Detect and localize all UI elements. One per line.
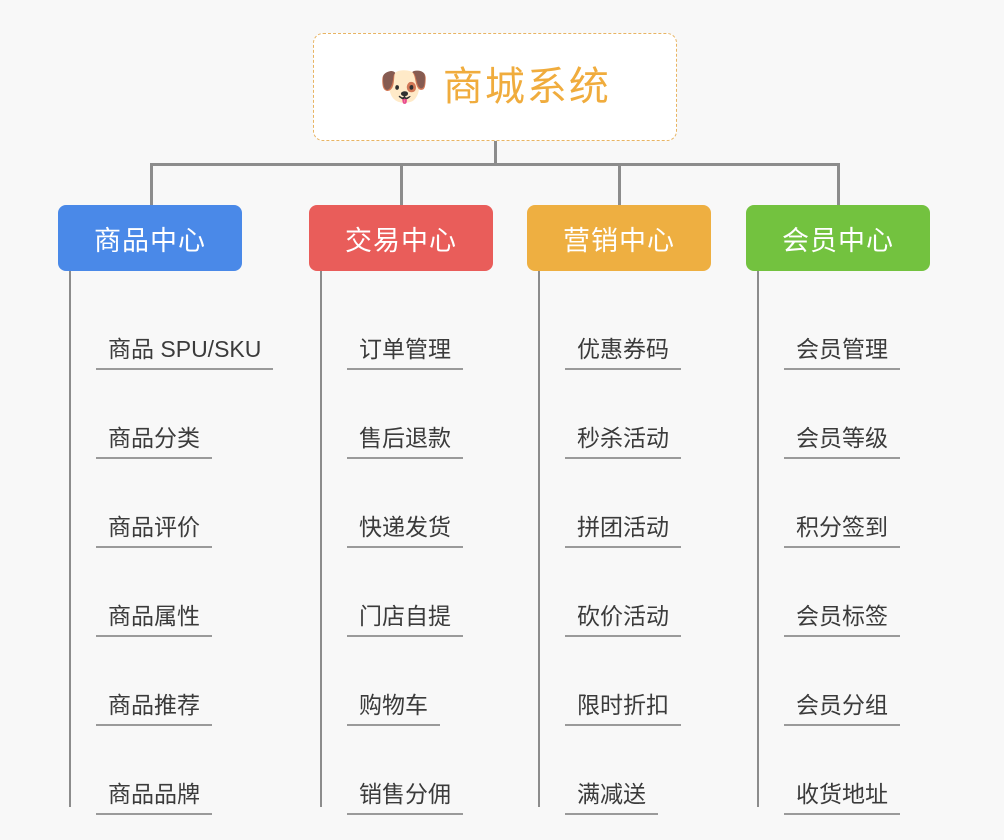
shiba-dog-face-icon: 🐶	[379, 65, 429, 109]
connector-root-stem	[494, 141, 497, 165]
leaf-list-marketing-center: 优惠券码 秒杀活动 拼团活动 砍价活动 限时折扣 满减送	[527, 271, 711, 815]
leaf-label: 商品推荐	[96, 692, 212, 726]
leaf-item[interactable]: 收货地址	[758, 726, 930, 815]
connector-drop-trade-center	[400, 163, 403, 205]
leaf-item[interactable]: 会员标签	[758, 548, 930, 637]
leaf-item[interactable]: 秒杀活动	[539, 370, 711, 459]
leaf-item[interactable]: 砍价活动	[539, 548, 711, 637]
leaf-label: 购物车	[347, 692, 440, 726]
branch-header-member-center[interactable]: 会员中心	[746, 205, 930, 271]
leaf-label: 订单管理	[347, 336, 463, 370]
leaf-label: 限时折扣	[565, 692, 681, 726]
leaf-label: 商品评价	[96, 514, 212, 548]
leaf-label: 商品 SPU/SKU	[96, 336, 274, 370]
leaf-item[interactable]: 订单管理	[321, 281, 493, 370]
connector-spine	[538, 271, 540, 807]
leaf-list-member-center: 会员管理 会员等级 积分签到 会员标签 会员分组 收货地址	[746, 271, 930, 815]
leaf-item[interactable]: 商品分类	[70, 370, 242, 459]
leaf-item[interactable]: 门店自提	[321, 548, 493, 637]
leaf-item[interactable]: 优惠券码	[539, 281, 711, 370]
leaf-item[interactable]: 会员管理	[758, 281, 930, 370]
leaf-label: 商品分类	[96, 425, 212, 459]
branch-marketing-center: 营销中心 优惠券码 秒杀活动 拼团活动 砍价活动 限时折扣 满减送	[527, 205, 711, 815]
leaf-item[interactable]: 商品评价	[70, 459, 242, 548]
leaf-list-product-center: 商品 SPU/SKU 商品分类 商品评价 商品属性 商品推荐 商品品牌	[58, 271, 274, 815]
leaf-label: 会员等级	[784, 425, 900, 459]
branch-label: 交易中心	[345, 225, 457, 256]
connector-drop-member-center	[837, 163, 840, 205]
leaf-item[interactable]: 拼团活动	[539, 459, 711, 548]
leaf-label: 砍价活动	[565, 603, 681, 637]
leaf-label: 售后退款	[347, 425, 463, 459]
leaf-label: 商品属性	[96, 603, 212, 637]
branch-member-center: 会员中心 会员管理 会员等级 积分签到 会员标签 会员分组 收货地址	[746, 205, 930, 815]
connector-horizontal-bus	[150, 163, 840, 166]
leaf-label: 会员分组	[784, 692, 900, 726]
leaf-label: 会员管理	[784, 336, 900, 370]
leaf-label: 拼团活动	[565, 514, 681, 548]
leaf-item[interactable]: 满减送	[539, 726, 711, 815]
leaf-item[interactable]: 商品品牌	[70, 726, 242, 815]
leaf-item[interactable]: 商品推荐	[70, 637, 242, 726]
leaf-item[interactable]: 商品 SPU/SKU	[70, 281, 274, 370]
leaf-item[interactable]: 限时折扣	[539, 637, 711, 726]
leaf-label: 快递发货	[347, 514, 463, 548]
leaf-label: 积分签到	[784, 514, 900, 548]
root-node-shop-system[interactable]: 🐶 商城系统	[313, 33, 677, 141]
branch-header-marketing-center[interactable]: 营销中心	[527, 205, 711, 271]
leaf-label: 秒杀活动	[565, 425, 681, 459]
leaf-item[interactable]: 售后退款	[321, 370, 493, 459]
leaf-label: 门店自提	[347, 603, 463, 637]
branch-label: 营销中心	[563, 225, 675, 256]
connector-spine	[757, 271, 759, 807]
leaf-item[interactable]: 购物车	[321, 637, 493, 726]
leaf-label: 销售分佣	[347, 781, 463, 815]
branch-label: 会员中心	[782, 225, 894, 256]
leaf-label: 商品品牌	[96, 781, 212, 815]
leaf-item[interactable]: 商品属性	[70, 548, 242, 637]
connector-spine	[320, 271, 322, 807]
leaf-label: 会员标签	[784, 603, 900, 637]
leaf-label: 满减送	[565, 781, 658, 815]
leaf-item[interactable]: 快递发货	[321, 459, 493, 548]
branch-label: 商品中心	[94, 225, 206, 256]
leaf-item[interactable]: 会员等级	[758, 370, 930, 459]
leaf-list-trade-center: 订单管理 售后退款 快递发货 门店自提 购物车 销售分佣	[309, 271, 493, 815]
leaf-item[interactable]: 会员分组	[758, 637, 930, 726]
leaf-label: 优惠券码	[565, 336, 681, 370]
leaf-item[interactable]: 销售分佣	[321, 726, 493, 815]
root-node-title: 商城系统	[442, 65, 611, 109]
leaf-item[interactable]: 积分签到	[758, 459, 930, 548]
branch-product-center: 商品中心 商品 SPU/SKU 商品分类 商品评价 商品属性 商品推荐 商品品牌	[58, 205, 274, 815]
connector-drop-product-center	[150, 163, 153, 205]
branch-header-trade-center[interactable]: 交易中心	[309, 205, 493, 271]
connector-spine	[69, 271, 71, 807]
branch-trade-center: 交易中心 订单管理 售后退款 快递发货 门店自提 购物车 销售分佣	[309, 205, 493, 815]
leaf-label: 收货地址	[784, 781, 900, 815]
branch-header-product-center[interactable]: 商品中心	[58, 205, 242, 271]
connector-drop-marketing-center	[618, 163, 621, 205]
